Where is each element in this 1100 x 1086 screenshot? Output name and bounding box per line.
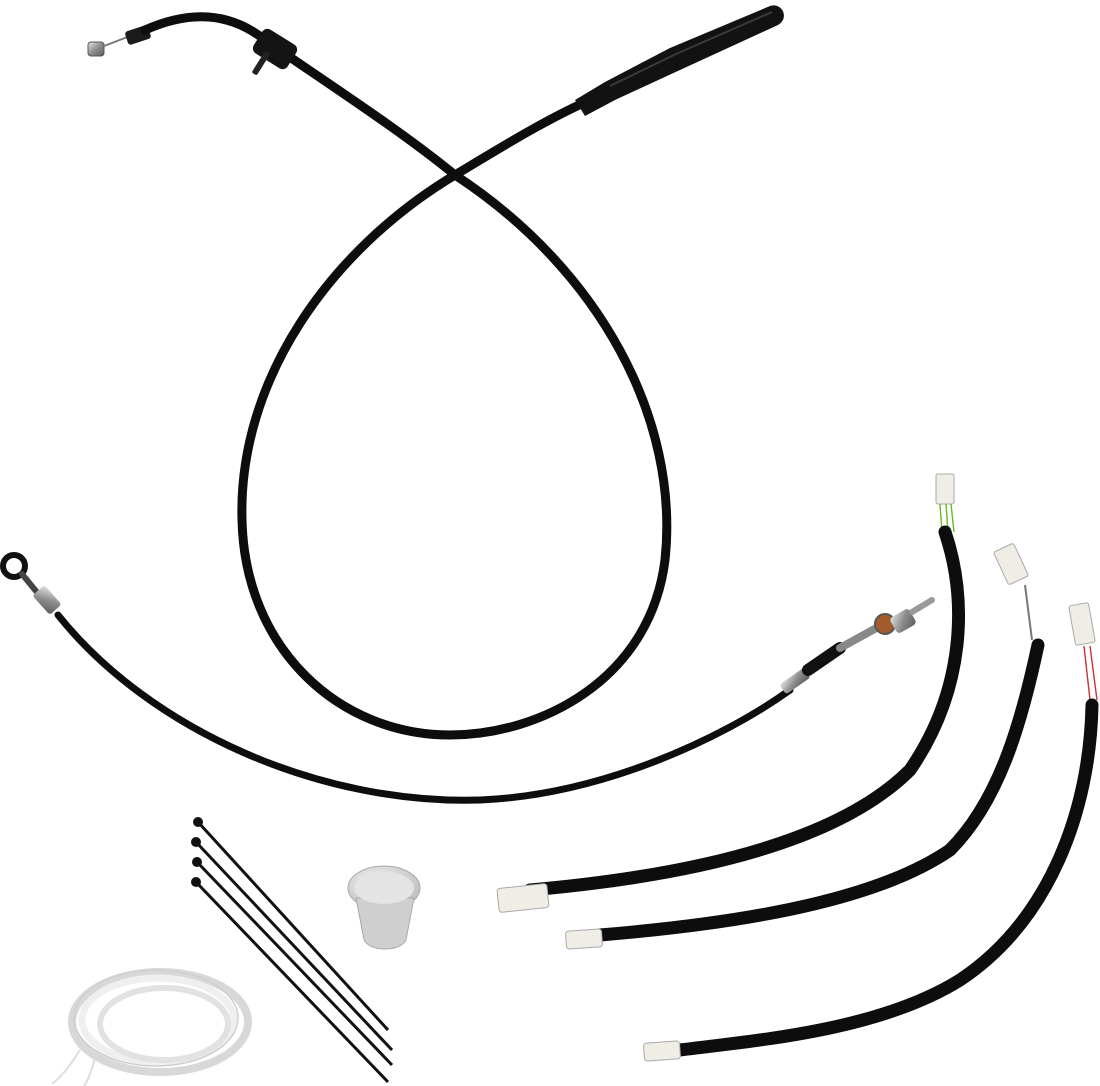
wire-extension-1	[496, 473, 965, 913]
brake-line	[0, 552, 935, 804]
zip-ties	[191, 817, 394, 1084]
brake-line-fitting	[836, 597, 935, 652]
string-cord-bundle	[51, 968, 252, 1086]
banjo-ring-icon	[0, 552, 28, 580]
throttle-cable-housing	[575, 5, 784, 116]
wire-extension-2	[565, 543, 1045, 950]
throttle-cable	[87, 5, 784, 740]
zip-tie-icon	[191, 877, 390, 1084]
zip-tie-icon	[193, 817, 390, 1032]
throttle-cable-adjuster	[252, 28, 298, 75]
wire-extension-3	[643, 602, 1099, 1062]
zip-tie-icon	[191, 837, 394, 1052]
zip-tie-icon	[192, 857, 394, 1067]
rubber-plug	[347, 865, 421, 950]
